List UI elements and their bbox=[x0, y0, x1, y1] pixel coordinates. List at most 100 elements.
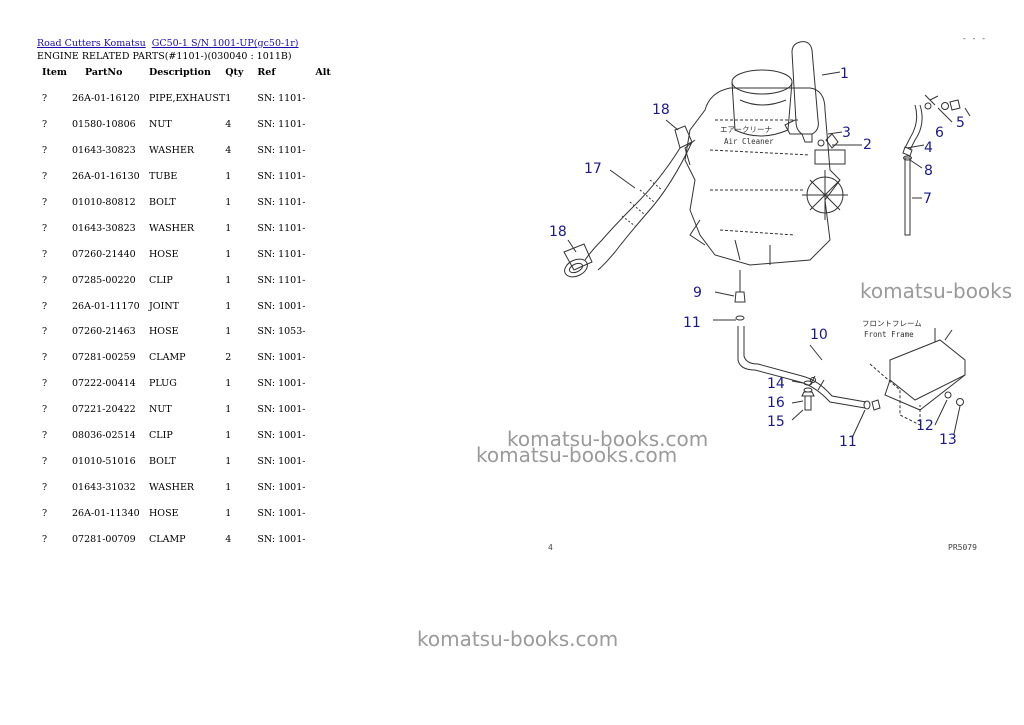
row-item: ? bbox=[42, 222, 48, 234]
row-alt bbox=[315, 293, 345, 319]
row-item: ? bbox=[42, 93, 48, 105]
row-item: ? bbox=[42, 533, 48, 545]
row-partno: 08036-02514 bbox=[72, 430, 136, 442]
table-header-row: Item PartNo Description Qty Ref Alt bbox=[37, 65, 345, 86]
row-description: CLIP bbox=[149, 430, 173, 442]
row-description: HOSE bbox=[149, 248, 179, 260]
callout-15: 15 bbox=[767, 414, 785, 430]
callout-11b: 11 bbox=[839, 434, 857, 450]
callout-10: 10 bbox=[810, 327, 828, 343]
row-qty: 2 bbox=[225, 352, 232, 364]
front-frame-label-en: Front Frame bbox=[864, 330, 914, 339]
row-qty: 1 bbox=[225, 378, 232, 390]
breadcrumb-link-model[interactable]: GC50-1 S/N 1001-UP(gc50-1r) bbox=[151, 38, 299, 49]
row-ref: SN: 1101- bbox=[257, 93, 306, 105]
row-alt bbox=[315, 397, 345, 423]
row-alt bbox=[315, 112, 345, 138]
row-item: ? bbox=[42, 171, 48, 183]
row-partno: 26A-01-11170 bbox=[72, 300, 140, 312]
row-partno: 26A-01-16130 bbox=[72, 171, 140, 183]
callout-4: 4 bbox=[924, 140, 933, 156]
table-row: ? 07281-00709 CLAMP 4 SN: 1001- bbox=[37, 526, 345, 552]
row-alt bbox=[315, 423, 345, 449]
row-qty: 1 bbox=[225, 171, 232, 183]
row-item: ? bbox=[42, 378, 48, 390]
row-qty: 4 bbox=[225, 533, 232, 545]
row-alt bbox=[315, 371, 345, 397]
row-qty: 1 bbox=[225, 248, 232, 260]
row-description: CLIP bbox=[149, 274, 173, 286]
row-alt bbox=[315, 138, 345, 164]
row-qty: 1 bbox=[225, 481, 232, 493]
callout-18b: 18 bbox=[549, 224, 567, 240]
row-item: ? bbox=[42, 145, 48, 157]
column-header-qty: Qty bbox=[225, 67, 244, 78]
row-item: ? bbox=[42, 248, 48, 260]
row-partno: 01643-30823 bbox=[72, 145, 136, 157]
row-ref: SN: 1101- bbox=[257, 119, 306, 131]
callout-1: 1 bbox=[840, 66, 849, 82]
row-ref: SN: 1101- bbox=[257, 171, 306, 183]
row-qty: 1 bbox=[225, 274, 232, 286]
breadcrumb: Road Cutters Komatsu GC50-1 S/N 1001-UP(g… bbox=[37, 38, 299, 50]
page-title: ENGINE RELATED PARTS(#1101-)(030040 : 10… bbox=[37, 51, 292, 62]
row-item: ? bbox=[42, 455, 48, 467]
row-description: CLAMP bbox=[149, 352, 186, 364]
row-alt bbox=[315, 190, 345, 216]
callout-14: 14 bbox=[767, 376, 785, 392]
row-alt bbox=[315, 500, 345, 526]
row-description: CLAMP bbox=[149, 533, 186, 545]
row-description: HOSE bbox=[149, 507, 179, 519]
row-ref: SN: 1001- bbox=[257, 378, 306, 390]
row-alt bbox=[315, 86, 345, 112]
row-ref: SN: 1001- bbox=[257, 507, 306, 519]
row-description: TUBE bbox=[149, 171, 178, 183]
row-ref: SN: 1001- bbox=[257, 455, 306, 467]
table-row: ? 26A-01-16130 TUBE 1 SN: 1101- bbox=[37, 164, 345, 190]
row-ref: SN: 1101- bbox=[257, 248, 306, 260]
diagram-figure-code: PR5079 bbox=[948, 543, 977, 552]
row-qty: 1 bbox=[225, 507, 232, 519]
row-description: JOINT bbox=[149, 300, 179, 312]
breather-hose bbox=[902, 94, 961, 236]
row-qty: 4 bbox=[225, 119, 232, 131]
row-ref: SN: 1001- bbox=[257, 533, 306, 545]
row-description: NUT bbox=[149, 119, 172, 131]
row-ref: SN: 1101- bbox=[257, 222, 306, 234]
row-alt bbox=[315, 474, 345, 500]
row-ref: SN: 1101- bbox=[257, 145, 306, 157]
row-qty: 1 bbox=[225, 197, 232, 208]
row-partno: 07222-00414 bbox=[72, 378, 136, 390]
breadcrumb-link-road-cutters[interactable]: Road Cutters Komatsu bbox=[37, 38, 146, 49]
row-alt bbox=[315, 164, 345, 190]
callout-6: 6 bbox=[935, 125, 944, 141]
callout-5: 5 bbox=[956, 115, 965, 131]
callout-3: 3 bbox=[842, 125, 851, 141]
row-partno: 26A-01-16120 bbox=[72, 93, 140, 105]
row-ref: SN: 1101- bbox=[257, 197, 306, 208]
row-description: HOSE bbox=[149, 326, 179, 338]
row-item: ? bbox=[42, 404, 48, 416]
row-alt bbox=[315, 526, 345, 552]
row-qty: 1 bbox=[225, 404, 232, 416]
engine-outline bbox=[684, 87, 848, 266]
callout-12: 12 bbox=[916, 418, 934, 434]
row-ref: SN: 1053- bbox=[257, 326, 306, 338]
diagram-page-number: 4 bbox=[548, 543, 553, 552]
row-partno: 07281-00709 bbox=[72, 533, 136, 545]
row-description: BOLT bbox=[149, 455, 176, 467]
column-header-description: Description bbox=[149, 67, 211, 78]
row-partno: 01580-10806 bbox=[72, 119, 136, 131]
callout-13: 13 bbox=[939, 432, 957, 448]
